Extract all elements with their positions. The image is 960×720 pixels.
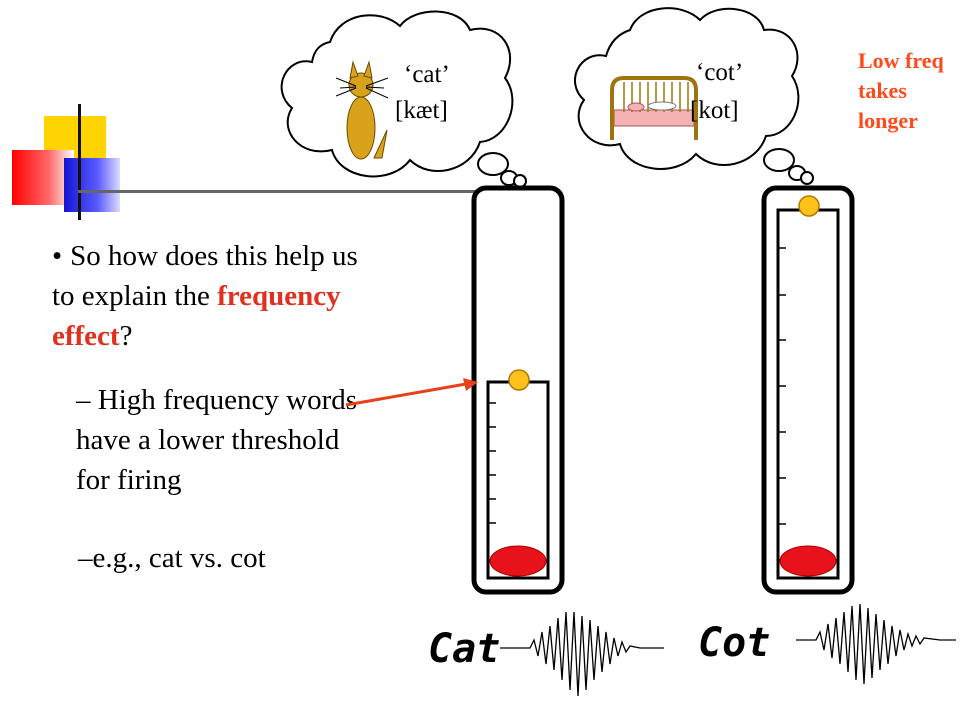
frequency-effect-highlight: frequency effect: [52, 280, 341, 352]
low-freq-note: Low freq takes longer: [858, 48, 944, 133]
main-bullet-suffix: ?: [119, 320, 133, 352]
threshold-marker-cat: [508, 369, 530, 391]
activation-level-cat: [489, 545, 547, 577]
waveform-cat: [500, 611, 664, 697]
cat-word: ‘cat’: [404, 61, 450, 88]
arrow: [345, 378, 478, 407]
handwritten-cot: Cot: [698, 620, 770, 666]
cot-icon: [610, 76, 698, 140]
thought-bubble-cat: [280, 10, 527, 188]
title-rule: [78, 190, 476, 193]
cat-icon: [335, 60, 389, 160]
cat-ipa: [kæt]: [395, 97, 448, 124]
threshold-tube-cot: [761, 185, 855, 595]
cot-ipa: [kot]: [690, 97, 739, 124]
activation-level-cot: [779, 545, 837, 577]
threshold-tube-cat: [471, 185, 565, 595]
cot-word: ‘cot’: [696, 59, 743, 86]
sub-bullet-threshold: – High frequency words have a lower thre…: [76, 384, 358, 496]
logo-vertical-line: [78, 104, 81, 220]
bullet-dot: •: [52, 240, 63, 272]
logo-block-red: [12, 150, 74, 205]
logo-block-blue: [64, 158, 120, 212]
handwritten-cat: Cat: [428, 626, 500, 672]
waveform-cot: [796, 603, 956, 685]
thought-bubble-cot: [574, 7, 814, 185]
main-bullet: •So how does this help us to explain the…: [52, 236, 382, 356]
threshold-marker-cot: [798, 195, 820, 217]
sub-bullet-example: –e.g., cat vs. cot: [78, 542, 266, 574]
main-bullet-text: So how does this help us to explain the: [52, 240, 358, 312]
